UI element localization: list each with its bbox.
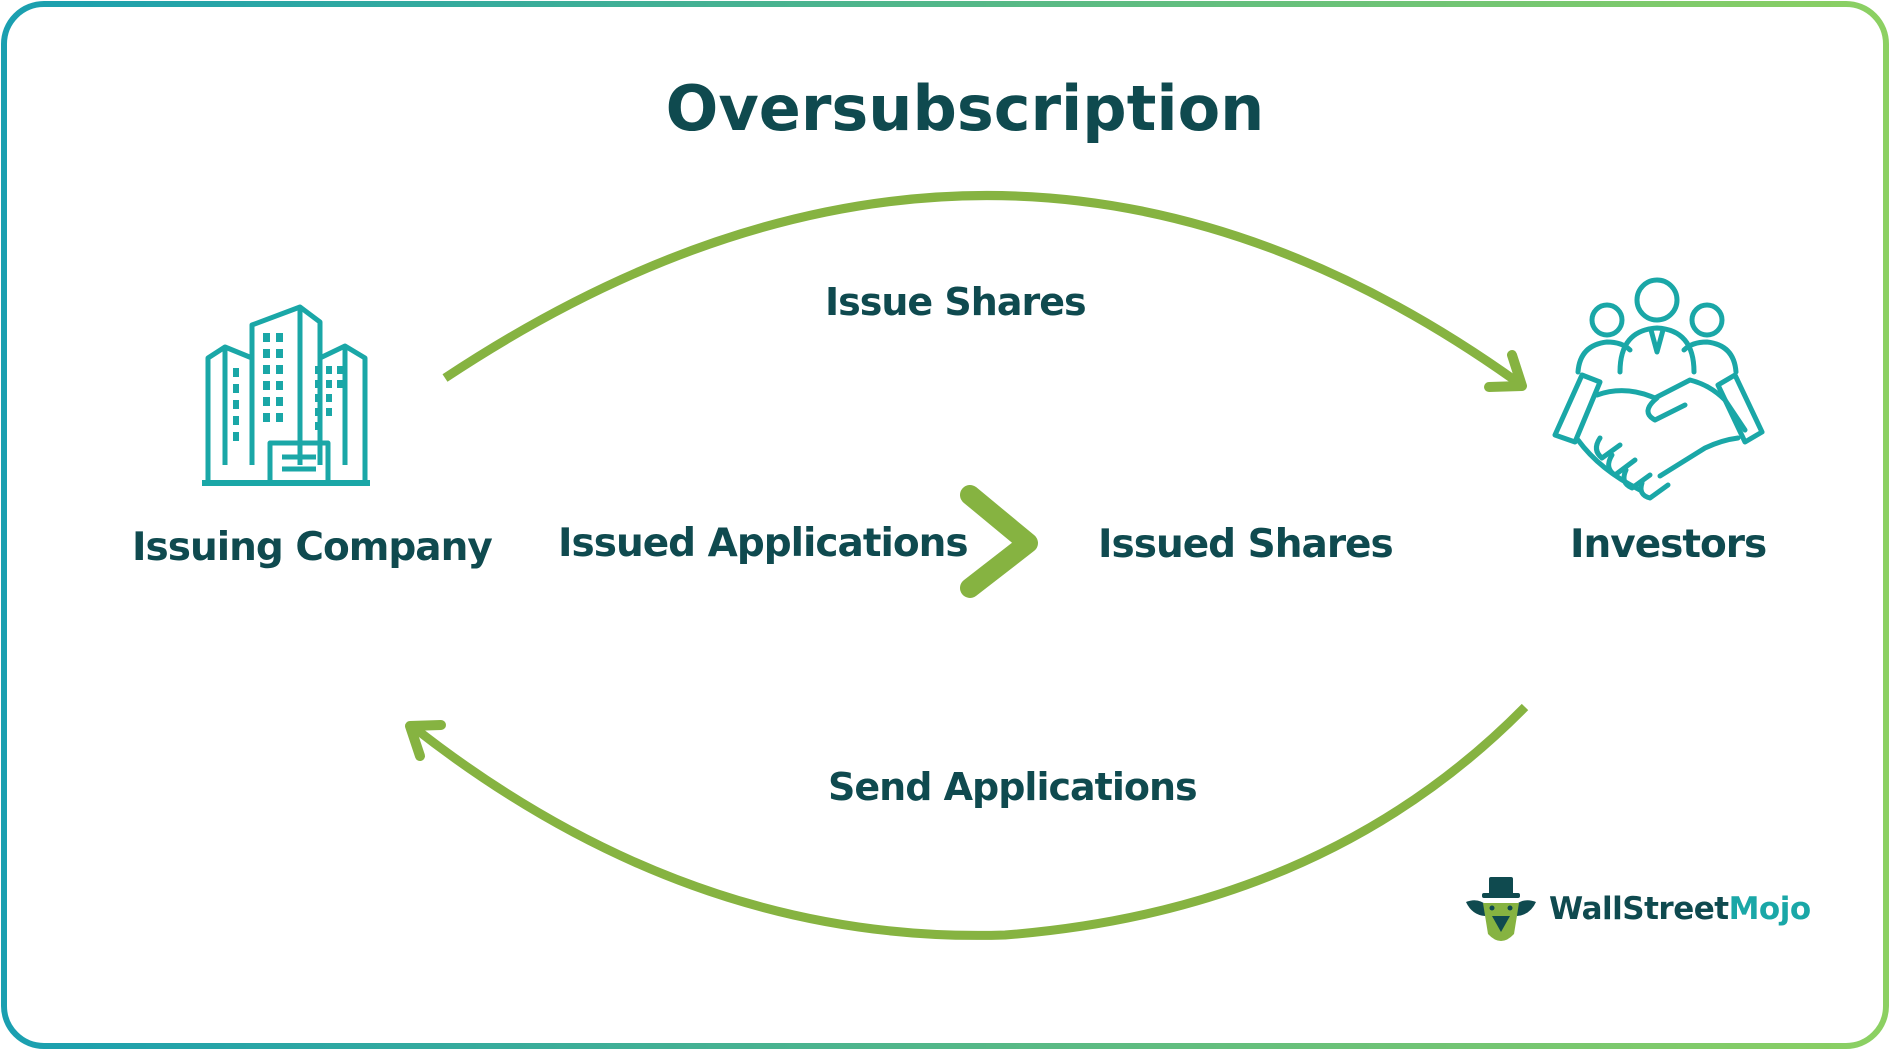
send-applications-arrow: [405, 703, 1529, 940]
issuing-company-label: Issuing Company: [132, 525, 493, 570]
brand-name-part2: Mojo: [1728, 891, 1812, 927]
office-buildings-icon: [202, 304, 370, 486]
investors-label: Investors: [1570, 522, 1767, 567]
greater-than-icon: [960, 485, 1038, 598]
issued-applications-label: Issued Applications: [558, 521, 969, 566]
issue-shares-label: Issue Shares: [825, 280, 1087, 324]
issued-shares-label: Issued Shares: [1098, 522, 1394, 567]
diagram-title: Oversubscription: [665, 72, 1265, 145]
brand-name: WallStreetMojo: [1549, 894, 1811, 925]
investors-handshake-icon: [1552, 277, 1765, 501]
brand-name-part1: WallStreet: [1549, 891, 1729, 927]
issue-shares-arrow: [442, 191, 1527, 392]
send-applications-label: Send Applications: [828, 765, 1198, 809]
wallstreetmojo-logo-icon: [1466, 877, 1536, 941]
